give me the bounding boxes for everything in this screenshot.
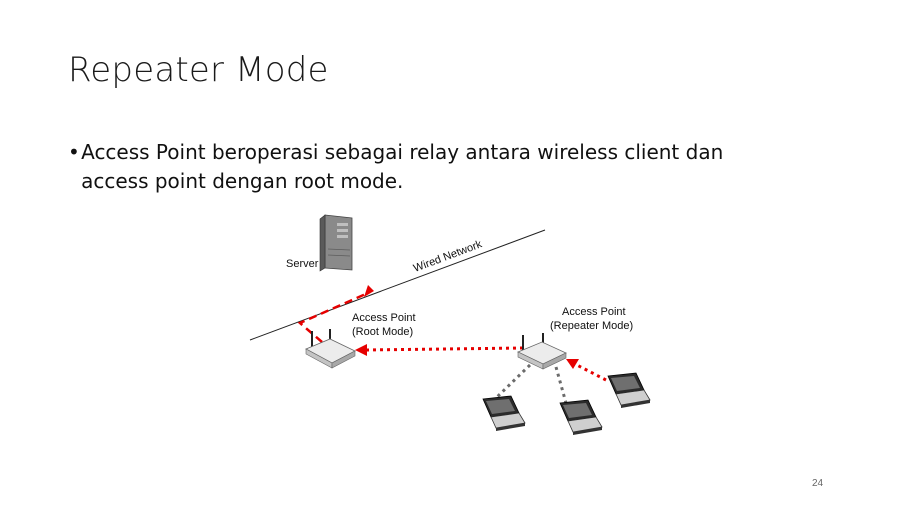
root-access-point-icon bbox=[305, 329, 356, 369]
client-link-right-arrow bbox=[566, 359, 607, 382]
laptop-icon-right bbox=[607, 372, 651, 408]
bullet-icon: • bbox=[68, 140, 80, 164]
laptop-icon-middle bbox=[559, 399, 603, 435]
repeater-ap-label-line1: Access Point bbox=[562, 306, 626, 318]
repeater-access-point-icon bbox=[517, 333, 567, 370]
root-ap-label-line1: Access Point bbox=[352, 312, 416, 324]
bullet-item: • Access Point beroperasi sebagai relay … bbox=[68, 138, 788, 196]
client-link-middle bbox=[554, 366, 568, 404]
server-icon bbox=[319, 214, 353, 272]
repeater-ap-label-line2: (Repeater Mode) bbox=[550, 320, 633, 332]
root-ap-label-line2: (Root Mode) bbox=[352, 326, 413, 338]
wired-uplink-arrow bbox=[297, 285, 374, 343]
client-link-left bbox=[494, 363, 532, 400]
network-diagram-svg: Wired Network Server bbox=[249, 214, 651, 435]
laptop-icon-left bbox=[482, 395, 526, 431]
repeater-mode-diagram: Wired Network Server bbox=[240, 205, 670, 455]
server-label: Server bbox=[286, 258, 319, 270]
repeater-link-arrow bbox=[355, 344, 524, 356]
wired-network-line bbox=[249, 229, 546, 341]
slide-title: Repeater Mode bbox=[68, 50, 329, 90]
bullet-text: Access Point beroperasi sebagai relay an… bbox=[81, 140, 724, 193]
page-number: 24 bbox=[812, 478, 824, 489]
